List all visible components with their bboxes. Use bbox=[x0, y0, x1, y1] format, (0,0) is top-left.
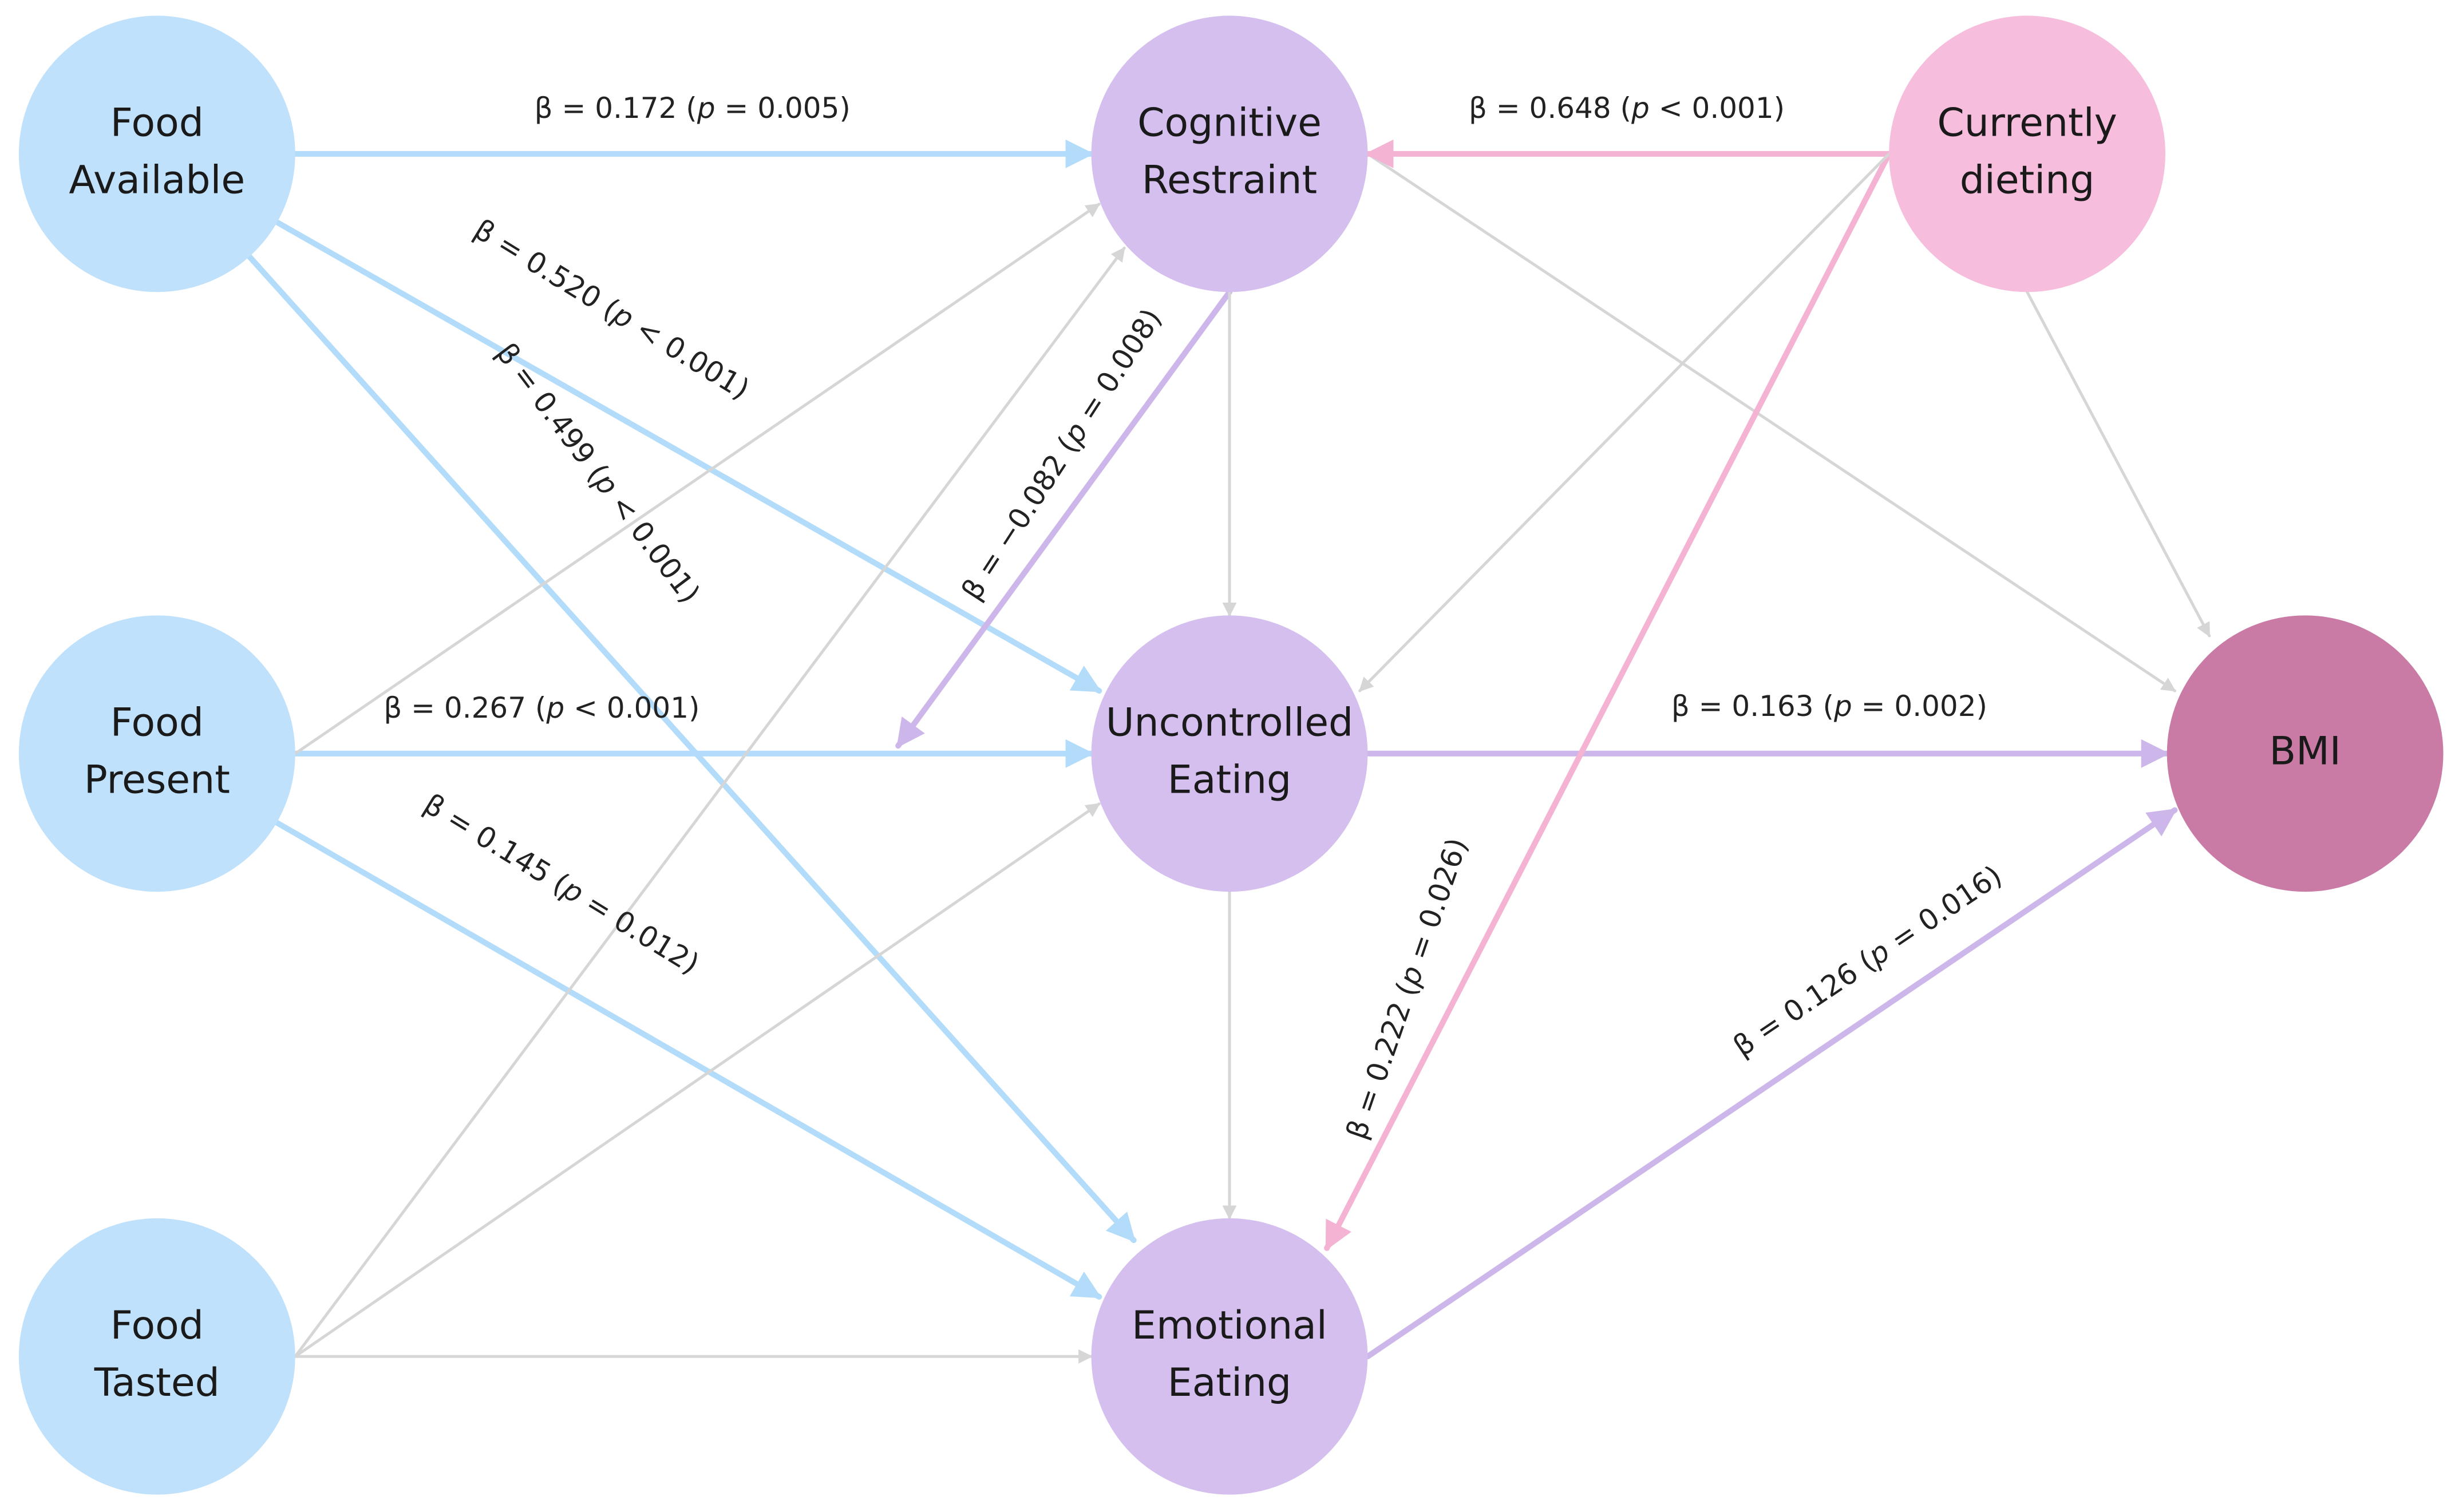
label-text: = 0.016) bbox=[1877, 858, 2007, 961]
edge-food-present-to-cognitive-restraint bbox=[294, 203, 1101, 755]
edges-layer bbox=[154, 139, 2211, 1364]
edge-label-food-available-to-cognitive-restraint: β = 0.172 (p = 0.005) bbox=[535, 92, 851, 125]
node-circle bbox=[18, 15, 295, 292]
label-text: β = 0.172 ( bbox=[535, 92, 697, 125]
edge-label-currently-dieting-to-cognitive-restraint: β = 0.648 (p < 0.001) bbox=[1469, 92, 1785, 125]
node-circle bbox=[18, 1218, 295, 1495]
label-text: < 0.001) bbox=[599, 481, 707, 609]
edge-label-food-present-to-emotional-eating: β = 0.145 (p = 0.012) bbox=[418, 787, 705, 980]
label-text: β = 0.222 ( bbox=[1339, 979, 1424, 1143]
node-circle bbox=[1091, 615, 1368, 892]
label-text: β = 0.267 ( bbox=[384, 691, 546, 724]
node-label-line: Currently bbox=[1937, 100, 2117, 145]
label-text: β = 0.145 ( bbox=[418, 787, 575, 900]
node-circle bbox=[1889, 15, 2166, 292]
node-currently-dieting: Currently dieting bbox=[1889, 15, 2166, 292]
edge-label-food-available-to-emotional-eating: β = 0.499 (p < 0.001) bbox=[490, 337, 707, 609]
label-text: β = 0.126 ( bbox=[1727, 944, 1880, 1063]
node-label-line: Available bbox=[69, 157, 245, 203]
node-circle bbox=[2167, 615, 2444, 892]
node-label-line: Eating bbox=[1168, 757, 1291, 802]
label-text: < 0.001) bbox=[1650, 92, 1785, 125]
label-text: = 0.002) bbox=[1852, 690, 1987, 723]
edge-cognitive-restraint-to-food-present bbox=[895, 289, 1232, 749]
nodes-layer: FoodAvailableFoodPresentFoodTastedCognit… bbox=[18, 15, 2444, 1495]
edge-currently-dieting-to-emotional-eating bbox=[1324, 151, 1892, 1251]
node-label-line: Emotional bbox=[1132, 1303, 1327, 1348]
p-symbol: p bbox=[545, 691, 564, 724]
node-label-line: dieting bbox=[1960, 157, 2095, 203]
label-text: = 0.008) bbox=[1066, 303, 1168, 434]
node-label-line: Tasted bbox=[94, 1360, 220, 1406]
node-circle bbox=[1091, 1218, 1368, 1495]
node-circle bbox=[18, 615, 295, 892]
node-label-line: Eating bbox=[1168, 1360, 1291, 1406]
node-bmi: BMI bbox=[2167, 615, 2444, 892]
node-label-line: Cognitive bbox=[1137, 100, 1322, 145]
edge-label-cognitive-restraint-to-food-present: β = −0.082 (p = 0.008) bbox=[955, 303, 1168, 606]
node-label-line: Present bbox=[84, 757, 230, 802]
label-text: β = 0.499 ( bbox=[490, 337, 614, 486]
edge-currently-dieting-to-bmi bbox=[2026, 290, 2211, 638]
label-text: < 0.001) bbox=[564, 691, 699, 724]
edge-label-food-present-to-uncontrolled-eating: β = 0.267 (p < 0.001) bbox=[384, 691, 699, 724]
edge-emotional-eating-to-bmi bbox=[1365, 807, 2178, 1360]
edge-food-tasted-to-uncontrolled-eating bbox=[294, 802, 1101, 1358]
edge-label-uncontrolled-eating-to-bmi: β = 0.163 (p = 0.002) bbox=[1671, 690, 1987, 723]
edge-food-available-to-emotional-eating bbox=[154, 151, 1137, 1244]
node-label-line: Food bbox=[110, 1303, 204, 1348]
edge-cognitive-restraint-to-bmi bbox=[1366, 152, 2176, 692]
p-symbol: p bbox=[1833, 690, 1852, 723]
edge-food-available-to-uncontrolled-eating bbox=[154, 151, 1102, 694]
node-label-line: Uncontrolled bbox=[1106, 700, 1353, 745]
edge-food-present-to-emotional-eating bbox=[154, 750, 1102, 1300]
node-label-line: BMI bbox=[2269, 729, 2341, 774]
label-text: = 0.005) bbox=[715, 92, 851, 125]
node-label-line: Food bbox=[110, 100, 204, 145]
edge-currently-dieting-to-uncontrolled-eating bbox=[1358, 152, 1891, 692]
label-text: β = 0.163 ( bbox=[1671, 690, 1834, 723]
node-circle bbox=[1091, 15, 1368, 292]
node-label-line: Restraint bbox=[1142, 157, 1317, 203]
node-label-line: Food bbox=[110, 700, 204, 745]
edge-food-tasted-to-cognitive-restraint bbox=[294, 246, 1126, 1358]
edge-label-emotional-eating-to-bmi: β = 0.126 (p = 0.016) bbox=[1727, 858, 2007, 1063]
label-text: = 0.026) bbox=[1398, 834, 1474, 972]
label-text: < 0.001) bbox=[623, 307, 756, 406]
p-symbol: p bbox=[697, 92, 715, 125]
label-text: β = 0.648 ( bbox=[1469, 92, 1631, 125]
p-symbol: p bbox=[1631, 92, 1650, 125]
label-text: β = 0.520 ( bbox=[468, 212, 624, 326]
